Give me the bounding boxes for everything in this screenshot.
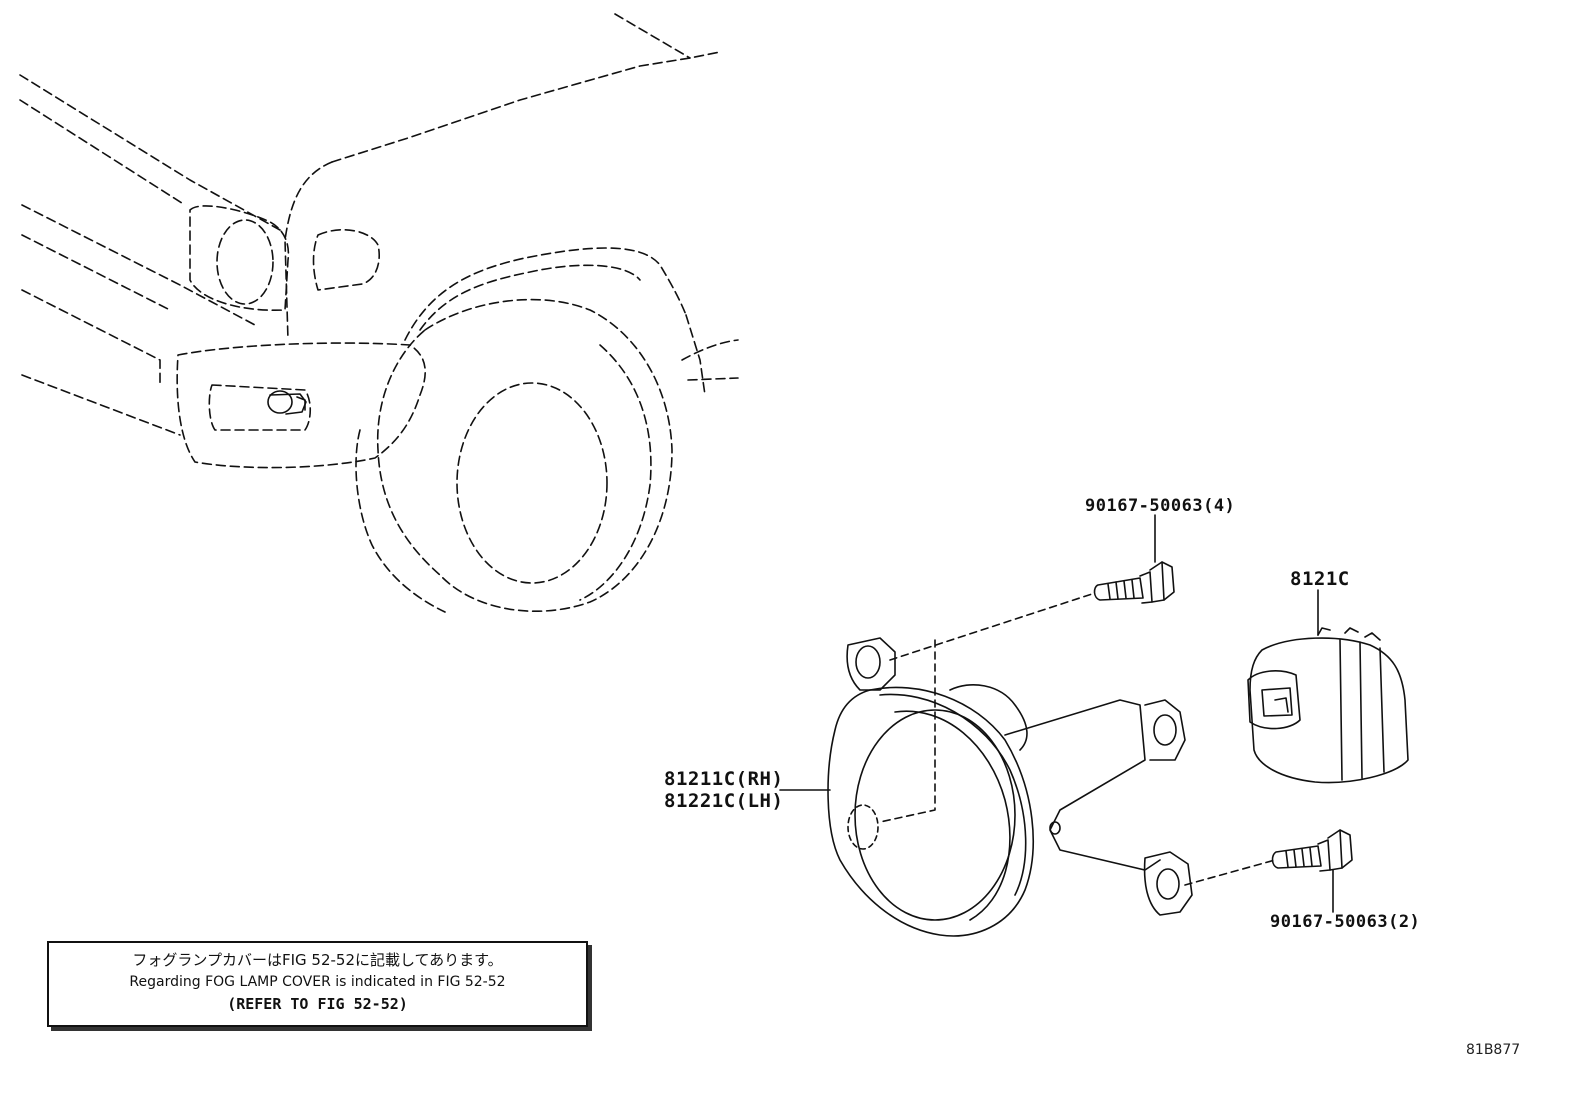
lamp-lh-part-label: 81221C(LH)	[664, 790, 784, 812]
fog-lamp-location-icon	[267, 390, 307, 415]
note-english-text: Regarding FOG LAMP COVER is indicated in…	[129, 974, 506, 990]
bolt-bottom-part-label: 90167-50063(2)	[1270, 912, 1421, 932]
bulb-socket-icon	[1247, 627, 1409, 784]
note-japanese-text: フォグランプカバーはFIG 52-52に記載してあります。	[132, 951, 503, 969]
bolt-bottom-icon	[1271, 829, 1353, 872]
reference-note-box: フォグランプカバーはFIG 52-52に記載してあります。 Regarding …	[47, 941, 588, 1027]
fog-lamp-assembly-icon	[827, 637, 1193, 937]
lamp-rh-part-label: 81211C(RH)	[664, 768, 784, 790]
bolt-top-part-label: 90167-50063(4)	[1085, 496, 1236, 516]
vehicle-front-outline	[19, 13, 739, 613]
bulb-part-label: 8121C	[1290, 568, 1350, 590]
assembly-guide-lines	[879, 592, 1276, 886]
bolt-top-icon	[1093, 561, 1175, 604]
figure-code: 81B877	[1466, 1042, 1521, 1058]
note-reference-text: (REFER TO FIG 52-52)	[227, 995, 408, 1013]
